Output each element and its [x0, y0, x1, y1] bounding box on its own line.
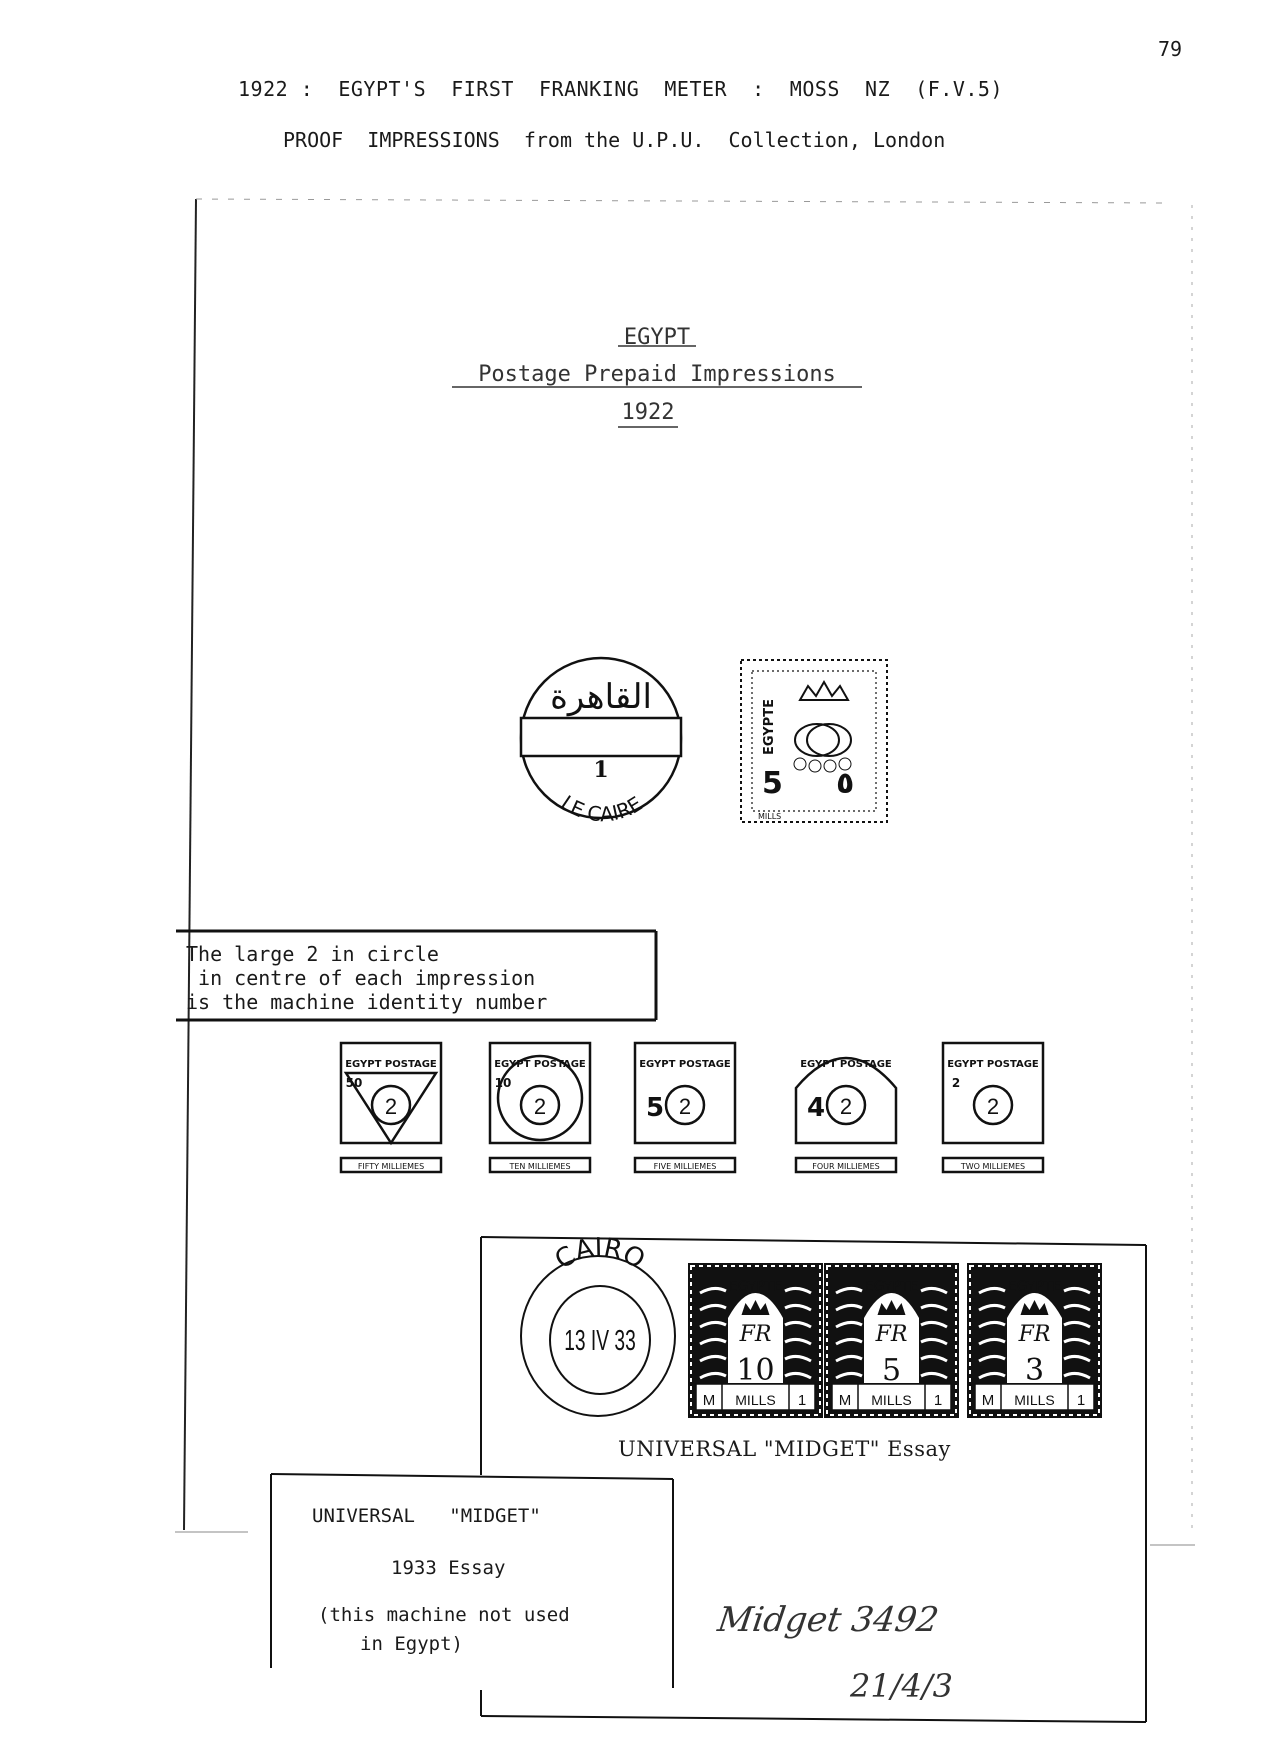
handwritten-note: Midget 3492: [715, 1600, 942, 1640]
midget-stamp: EGYPTE FR 3M MILLS 1: [967, 1263, 1102, 1418]
stamp-right: 1: [934, 1392, 942, 1409]
stamp-unit: MILLS: [758, 812, 781, 821]
midget-stamp: EGYPTE FR 10M MILLS 1: [688, 1263, 823, 1418]
denomination-band: [633, 1156, 737, 1174]
meter-denomination: TWO MILLIEMES: [960, 1162, 1025, 1171]
note-line: is the machine identity number: [186, 990, 548, 1014]
denomination-band: [488, 1156, 592, 1174]
midget-stamp: EGYPTE FR 5M MILLS 1: [824, 1263, 959, 1418]
stamp-value: 10: [736, 1353, 774, 1388]
stamp-arabic-value: ٥: [836, 766, 854, 801]
cairo-1933-postmark: [520, 1255, 676, 1417]
stamp-right: 1: [798, 1392, 806, 1409]
stamp-unit: MILLS: [871, 1392, 911, 1408]
machine-number-circle: [972, 1084, 1014, 1126]
stamp-country: EGYPTE: [865, 1279, 918, 1295]
stamp-unit: MILLS: [735, 1392, 775, 1408]
machine-number: 2: [840, 1094, 852, 1119]
meter-denomination: FIVE MILLIEMES: [654, 1162, 717, 1171]
stamp-cypher: FR: [1018, 1322, 1051, 1347]
denomination-band: [941, 1156, 1045, 1174]
meter-frame: [488, 1041, 592, 1145]
meter-frame: [339, 1041, 443, 1145]
meter-denomination: TEN MILLIEMES: [508, 1162, 570, 1171]
note-box: [176, 929, 658, 1022]
midget-stamps: EGYPTE FR 10M MILLS 1 EGYPTE FR 5M MILLS 1 EGYPTE F…: [688, 1263, 1102, 1418]
meter-header: EGYPT POSTAGE: [639, 1059, 731, 1070]
album-year: 1922: [621, 400, 675, 425]
meter-header: EGYPT POSTAGE: [494, 1059, 586, 1070]
meter-value: 10: [495, 1076, 512, 1090]
info-note-line2: in Egypt): [360, 1633, 463, 1655]
postmark-number: 1: [593, 757, 608, 783]
meter-denomination: FIFTY MILLIEMES: [358, 1162, 424, 1171]
postmark-1933-date: 13 IV 33: [564, 1325, 636, 1357]
stamp-cypher: FR: [739, 1322, 772, 1347]
page-number: 79: [1158, 37, 1183, 61]
meter-frame: [633, 1041, 737, 1145]
machine-number-circle: [370, 1084, 412, 1126]
machine-number-circle: [519, 1084, 561, 1126]
handwritten-date: 21/4/3: [850, 1667, 953, 1705]
midget-frame: [480, 1236, 1147, 1723]
album-page-frame: [175, 198, 1195, 1546]
meter-denomination: FOUR MILLIEMES: [812, 1162, 879, 1171]
machine-number-circle: [825, 1084, 867, 1126]
meter-frame: [794, 1056, 898, 1145]
page-title: 1922 : EGYPT'S FIRST FRANKING METER : MO…: [238, 77, 1004, 101]
stamp-left: M: [703, 1392, 716, 1409]
postmark-city: LE CAIRE: [557, 790, 647, 826]
meter-value: 2: [952, 1076, 960, 1090]
stamp-country: EGYPTE: [762, 699, 777, 755]
note-text: The large 2 in circle in centre of each …: [186, 942, 547, 1014]
heading-underlines: [452, 345, 862, 428]
meter-value: 50: [346, 1076, 363, 1090]
denomination-band: [339, 1156, 443, 1174]
machine-number: 2: [385, 1094, 397, 1119]
stamp-country: EGYPTE: [729, 1279, 782, 1295]
album-heading: EGYPT: [623, 325, 691, 350]
stamp-value: 3: [1025, 1353, 1044, 1388]
info-year: 1933 Essay: [391, 1557, 506, 1579]
stamp-country: EGYPTE: [1008, 1279, 1061, 1295]
stamp-value: 5: [882, 1353, 901, 1388]
meter-header: EGYPT POSTAGE: [947, 1059, 1039, 1070]
meter-value: 5: [646, 1093, 664, 1123]
denomination-band: [794, 1156, 898, 1174]
stamp-unit: MILLS: [1014, 1392, 1054, 1408]
stamp-right: 1: [1077, 1392, 1085, 1409]
info-note-line1: (this machine not used: [318, 1604, 570, 1626]
stamp-cypher: FR: [875, 1322, 908, 1347]
machine-number: 2: [679, 1094, 691, 1119]
stamp-value: 5: [762, 766, 783, 801]
stamp-5-mills: [740, 659, 888, 823]
info-box: [270, 1473, 674, 1688]
meter-value: 4: [807, 1093, 825, 1123]
midget-caption: UNIVERSAL "MIDGET" Essay: [618, 1437, 951, 1461]
machine-number: 2: [534, 1094, 546, 1119]
stamp-left: M: [982, 1392, 995, 1409]
stamp-left: M: [839, 1392, 852, 1409]
meter-frame: [941, 1041, 1045, 1145]
postmark-arabic: القاهرة: [550, 677, 652, 717]
meter-header: EGYPT POSTAGE: [800, 1059, 892, 1070]
page-subtitle: PROOF IMPRESSIONS from the U.P.U. Collec…: [283, 128, 946, 152]
machine-number-circle: [664, 1084, 706, 1126]
note-line: The large 2 in circle: [186, 942, 439, 966]
album-subheading: Postage Prepaid Impressions: [478, 362, 836, 387]
note-line: in centre of each impression: [186, 966, 536, 990]
info-title: UNIVERSAL "MIDGET": [312, 1505, 541, 1527]
meter-header: EGYPT POSTAGE: [345, 1059, 437, 1070]
machine-number: 2: [987, 1094, 999, 1119]
le-caire-postmark: [519, 656, 683, 820]
